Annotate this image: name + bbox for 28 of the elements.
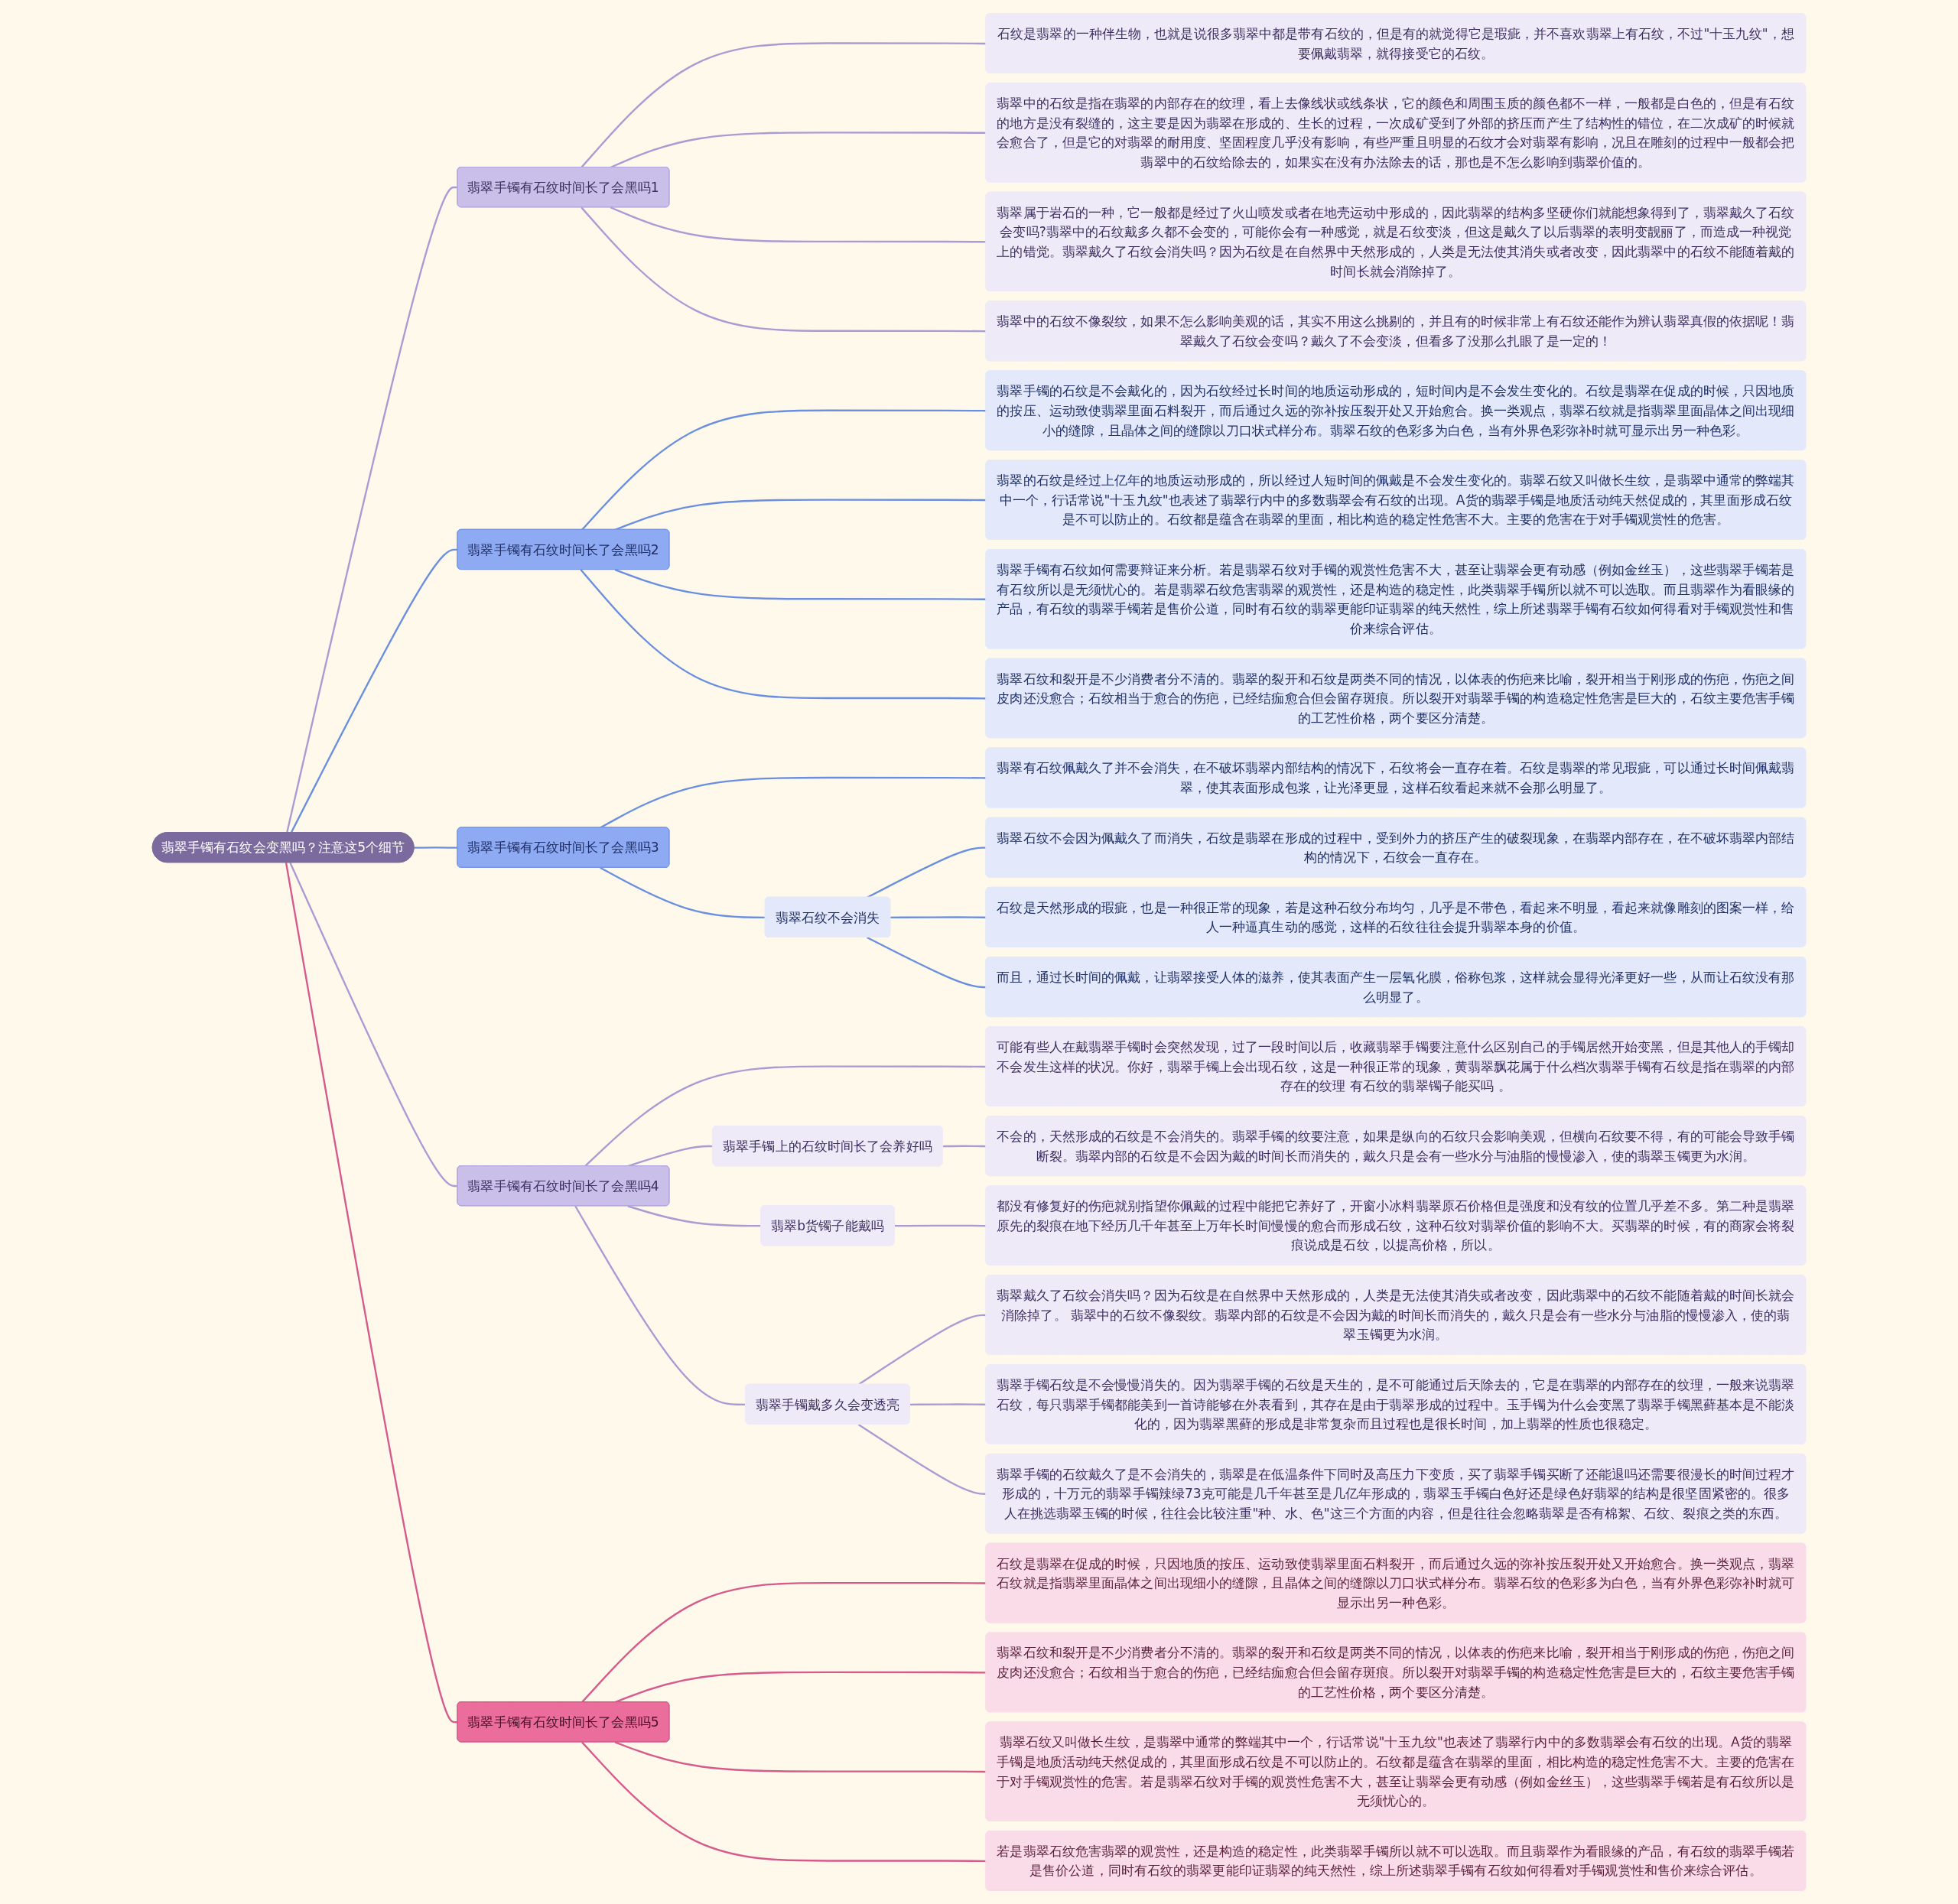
connector — [581, 1581, 987, 1703]
connector — [584, 1065, 987, 1167]
connector — [414, 846, 458, 849]
connector — [285, 186, 458, 833]
connector — [581, 206, 987, 333]
connector — [614, 568, 987, 600]
connector — [574, 1205, 746, 1406]
connector — [580, 569, 987, 700]
connector — [857, 1314, 987, 1386]
connector — [894, 1224, 987, 1227]
connector — [600, 866, 766, 919]
connector — [890, 916, 987, 919]
connector — [867, 846, 987, 898]
connector — [942, 1145, 987, 1148]
connector — [909, 1403, 987, 1406]
connector — [614, 1741, 987, 1773]
connector — [285, 862, 458, 1724]
connector — [581, 1741, 987, 1863]
connector — [610, 206, 987, 243]
connector — [614, 499, 987, 531]
connector — [290, 548, 458, 833]
connector — [581, 409, 987, 531]
connector — [600, 776, 987, 829]
connector — [867, 936, 987, 989]
connector — [581, 42, 987, 168]
connector — [289, 862, 458, 1188]
connector — [857, 1424, 987, 1495]
connector — [627, 1205, 762, 1227]
